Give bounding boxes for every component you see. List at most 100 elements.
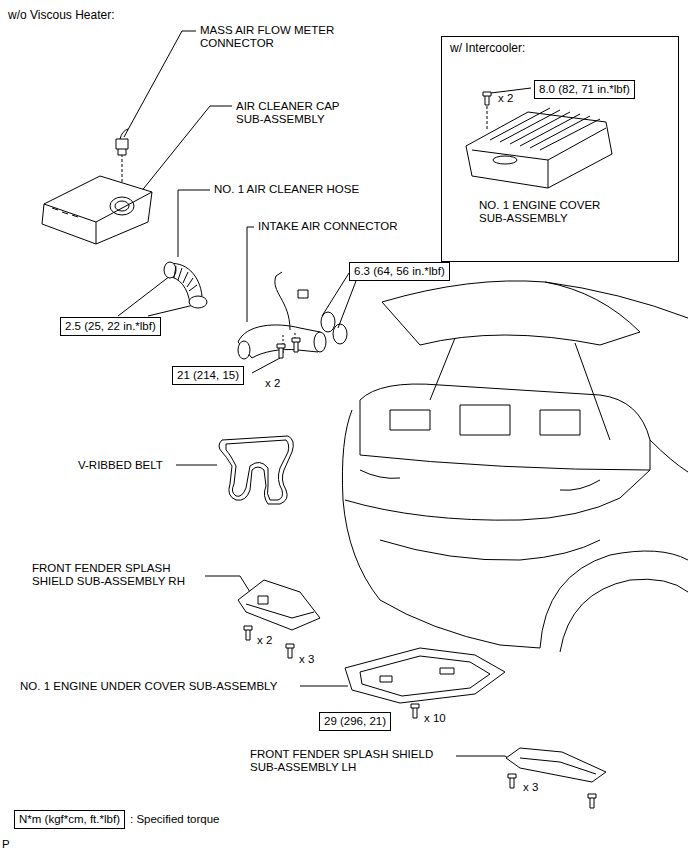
bolt bbox=[411, 704, 419, 718]
vehicle-outline bbox=[380, 540, 600, 560]
quantity: x 10 bbox=[424, 712, 446, 725]
part-name: NO. 1 ENGINE UNDER COVER SUB-ASSEMBLY bbox=[20, 680, 277, 693]
torque-box: 21 (214, 15) bbox=[172, 366, 244, 385]
bolt bbox=[588, 794, 596, 808]
splash-shield-lh bbox=[506, 748, 606, 782]
vehicle-outline bbox=[545, 282, 688, 318]
torque-box: 29 (296, 21) bbox=[319, 712, 391, 731]
vehicle-outline bbox=[382, 281, 640, 345]
quantity: x 2 bbox=[265, 377, 280, 390]
engine-cover bbox=[490, 108, 600, 150]
vehicle-outline bbox=[345, 470, 650, 520]
part-name: FRONT FENDER SPLASH SHIELD SUB-ASSEMBLY … bbox=[32, 562, 207, 588]
part-name: NO. 1 ENGINE COVER SUB-ASSEMBLY bbox=[479, 199, 629, 225]
leader-lines bbox=[118, 276, 170, 316]
bolt bbox=[286, 644, 294, 658]
option-panel: w/ Intercooler: NO. 1 ENGINE COVER SUB-AS… bbox=[441, 36, 679, 262]
vehicle-outline bbox=[560, 579, 688, 652]
bolt bbox=[292, 338, 300, 352]
engine-cover bbox=[493, 156, 517, 164]
engine-cover bbox=[466, 108, 612, 188]
splash-shield-lh bbox=[520, 758, 596, 774]
part-name: INTAKE AIR CONNECTOR bbox=[258, 220, 398, 233]
torque-box: 2.5 (25, 22 in.*lbf) bbox=[60, 317, 161, 336]
air-cleaner-cap bbox=[42, 176, 152, 244]
vehicle-outline bbox=[360, 384, 650, 470]
part-name: P bbox=[2, 838, 10, 851]
air-cleaner-cap bbox=[110, 197, 134, 215]
air-cleaner-cap bbox=[115, 201, 129, 211]
vehicle-outline bbox=[360, 470, 600, 490]
v-ribbed-belt bbox=[219, 436, 293, 504]
v-ribbed-belt bbox=[226, 440, 289, 500]
mass-air-flow-meter-connector bbox=[116, 129, 128, 155]
part-name: V-RIBBED BELT bbox=[78, 459, 163, 472]
vehicle-outline bbox=[390, 405, 580, 435]
intake-air-connector bbox=[238, 272, 347, 359]
torque-value: 8.0 (82, 71 in.*lbf) bbox=[539, 83, 630, 96]
leader-lines bbox=[178, 190, 210, 257]
intake-air-connector bbox=[298, 290, 308, 298]
torque-value: 29 (296, 21) bbox=[324, 715, 386, 728]
vehicle-outline bbox=[540, 551, 688, 648]
splash-shield-rh bbox=[238, 580, 320, 630]
air-cleaner-hose bbox=[164, 262, 207, 308]
engine-cover bbox=[472, 128, 606, 188]
air-cleaner-hose bbox=[189, 296, 207, 308]
panel-title: w/ Intercooler: bbox=[450, 42, 525, 56]
leader-lines bbox=[300, 686, 348, 687]
intake-air-connector bbox=[333, 324, 347, 344]
intake-air-connector bbox=[238, 325, 320, 358]
torque-box: 8.0 (82, 71 in.*lbf) bbox=[534, 80, 635, 99]
torque-value: N*m (kgf*cm, ft.*lbf) bbox=[19, 813, 120, 826]
leader-lines bbox=[247, 227, 254, 322]
mass-air-flow-meter-connector bbox=[120, 129, 128, 139]
air-cleaner-cap bbox=[52, 208, 78, 217]
air-cleaner-cap bbox=[44, 192, 152, 244]
torque-box: N*m (kgf*cm, ft.*lbf) bbox=[14, 810, 125, 829]
leader-lines bbox=[252, 358, 280, 373]
v-ribbed-belt bbox=[219, 436, 293, 504]
part-name: x 2 bbox=[498, 92, 513, 105]
intake-air-connector bbox=[275, 272, 290, 330]
intake-air-connector bbox=[314, 332, 326, 352]
splash-shield-rh bbox=[238, 580, 320, 630]
splash-shield-rh bbox=[246, 596, 314, 618]
engine-under-cover bbox=[345, 648, 505, 703]
part-name: AIR CLEANER CAP SUB-ASSEMBLY bbox=[236, 100, 351, 126]
engine-under-cover bbox=[360, 656, 490, 696]
splash-shield-lh bbox=[506, 748, 606, 782]
engine-cover bbox=[466, 112, 612, 188]
vehicle-outline bbox=[430, 338, 455, 400]
leader-lines bbox=[338, 281, 356, 328]
bolt bbox=[277, 344, 285, 358]
vehicle-outline bbox=[342, 410, 540, 648]
part-name: w/o Viscous Heater: bbox=[8, 9, 115, 23]
air-cleaner-cap bbox=[42, 176, 152, 244]
leader-lines bbox=[118, 31, 531, 762]
part-name: NO. 1 AIR CLEANER HOSE bbox=[214, 183, 359, 196]
part-name: MASS AIR FLOW METER CONNECTOR bbox=[200, 24, 350, 50]
torque-value: 6.3 (64, 56 in.*lbf) bbox=[354, 265, 445, 278]
quantity: x 3 bbox=[523, 781, 538, 794]
torque-box: 6.3 (64, 56 in.*lbf) bbox=[349, 262, 450, 281]
torque-value: 21 (214, 15) bbox=[177, 369, 239, 382]
bolt bbox=[244, 626, 252, 640]
leader-lines bbox=[205, 576, 250, 592]
bolt bbox=[483, 92, 491, 105]
torque-value: 2.5 (25, 22 in.*lbf) bbox=[65, 320, 156, 333]
leader-lines bbox=[487, 106, 488, 130]
part-name: : Specified torque bbox=[130, 813, 220, 826]
mass-air-flow-meter-connector bbox=[116, 139, 128, 155]
bolt bbox=[508, 774, 516, 788]
intake-air-connector bbox=[238, 341, 250, 359]
leader-lines bbox=[176, 465, 217, 466]
part-name: FRONT FENDER SPLASH SHIELD SUB-ASSEMBLY … bbox=[250, 748, 455, 774]
quantity: x 3 bbox=[299, 653, 314, 666]
intake-air-connector bbox=[321, 312, 335, 332]
leader-lines bbox=[124, 31, 196, 137]
vehicle-outline bbox=[650, 440, 688, 472]
quantity: x 2 bbox=[257, 634, 272, 647]
leader-lines bbox=[456, 756, 514, 762]
